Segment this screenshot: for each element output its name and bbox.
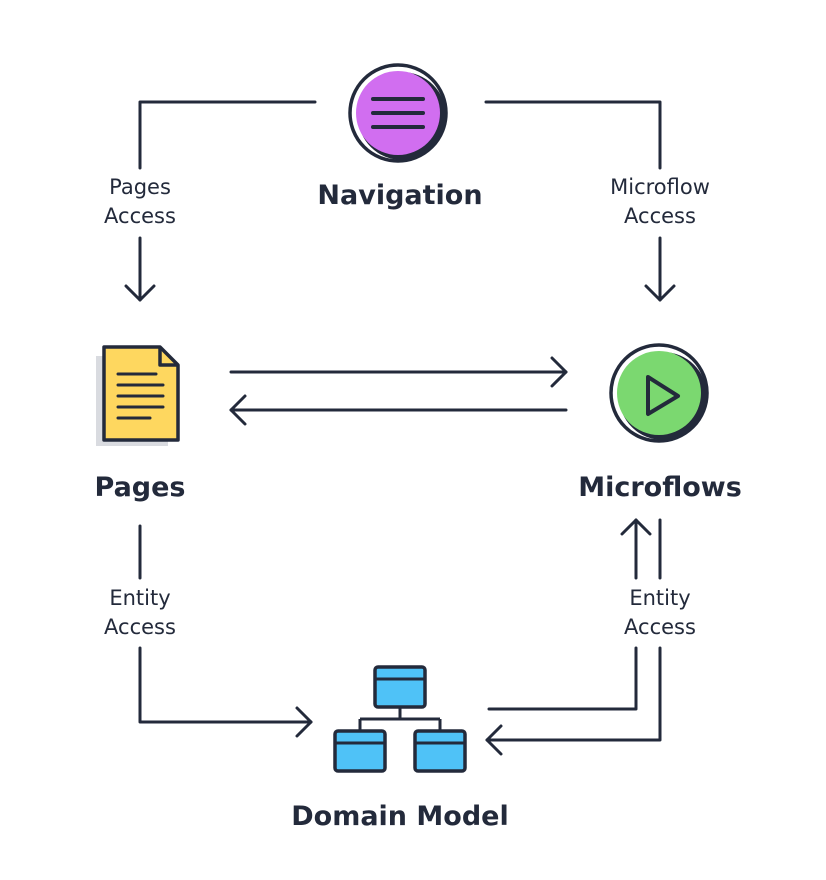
pages-access-label-line1: Pages bbox=[109, 175, 171, 199]
edge-pages-to-domain-model: Entity Access bbox=[104, 524, 313, 738]
entity-access-right-label-line2: Access bbox=[624, 615, 696, 639]
navigation-title: Navigation bbox=[317, 180, 482, 211]
edge-pages-to-microflows bbox=[229, 356, 568, 388]
edge-navigation-to-microflows: Microflow Access bbox=[484, 100, 710, 302]
navigation-node: Navigation bbox=[317, 63, 483, 211]
hierarchy-icon bbox=[333, 665, 467, 773]
microflow-access-label-line1: Microflow bbox=[610, 175, 710, 199]
document-icon bbox=[96, 345, 180, 446]
microflows-title: Microflows bbox=[578, 472, 742, 503]
pages-title: Pages bbox=[95, 472, 186, 503]
domain-model-node: Domain Model bbox=[291, 665, 509, 832]
microflow-access-label-line2: Access bbox=[624, 204, 696, 228]
edge-domain-model-to-microflows bbox=[487, 518, 652, 711]
entity-access-left-label-line2: Access bbox=[104, 615, 176, 639]
pages-node: Pages bbox=[95, 345, 186, 503]
entity-access-left-label-line1: Entity bbox=[109, 586, 170, 610]
pages-access-label-line2: Access bbox=[104, 204, 176, 228]
play-icon bbox=[609, 343, 709, 443]
domain-model-title: Domain Model bbox=[291, 801, 509, 832]
microflows-node: Microflows bbox=[578, 343, 742, 503]
entity-access-right-label-line1: Entity bbox=[629, 586, 690, 610]
edge-navigation-to-pages: Pages Access bbox=[104, 100, 317, 302]
edge-microflows-to-pages bbox=[229, 394, 568, 426]
menu-icon bbox=[348, 63, 448, 163]
edge-microflows-to-domain-model: Entity Access bbox=[485, 518, 696, 756]
